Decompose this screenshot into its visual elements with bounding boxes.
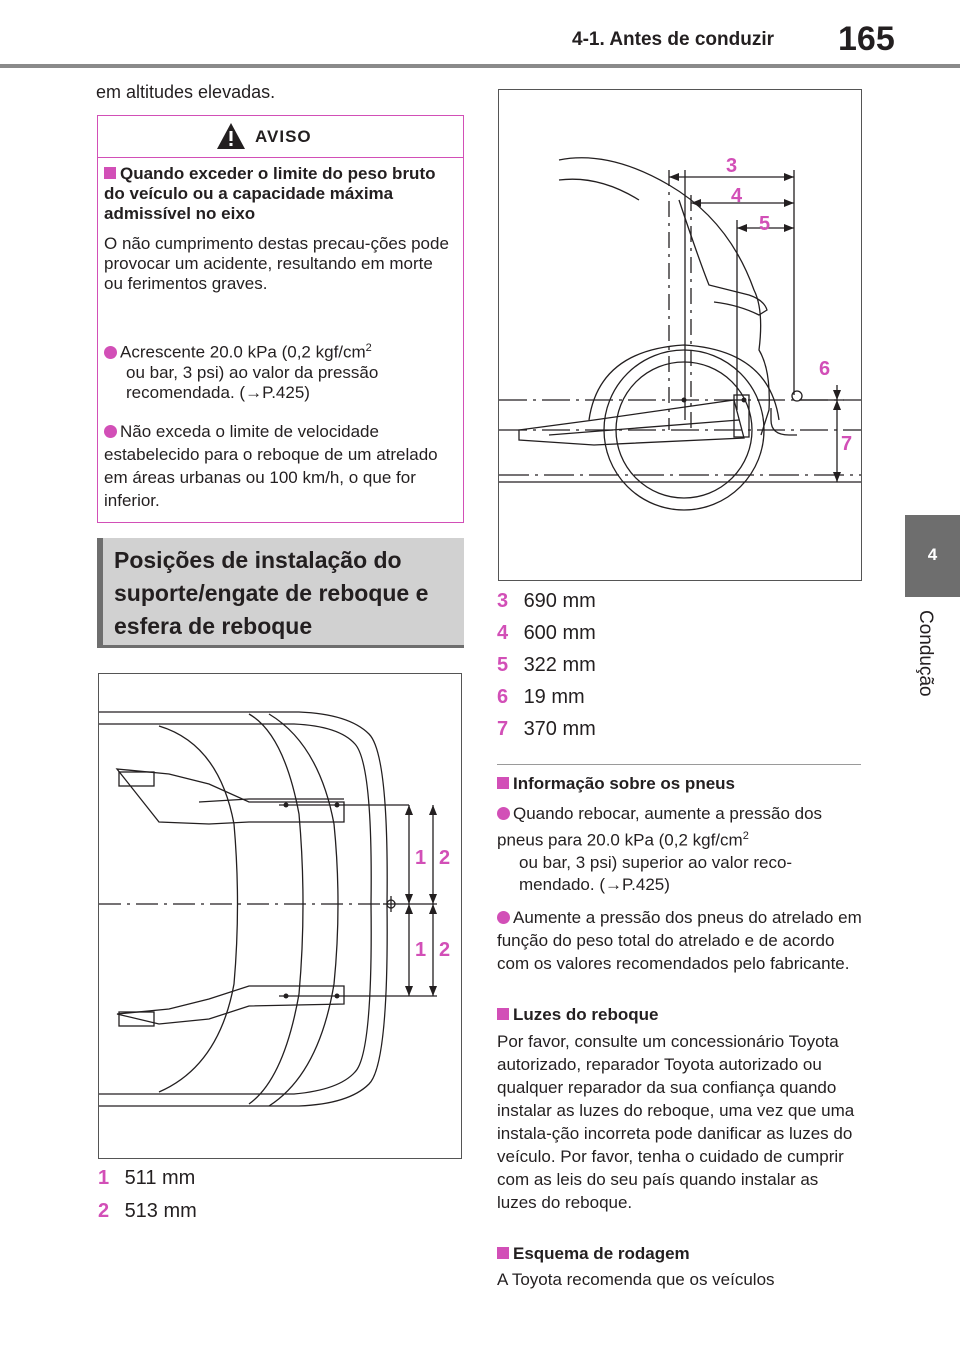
section-header: 4-1. Antes de conduzir (572, 29, 774, 50)
figure-label: 2 (439, 847, 450, 869)
figure-label: 2 (439, 939, 450, 961)
divider (497, 764, 861, 765)
lights-heading: Luzes do reboque (497, 1003, 865, 1026)
lights-text: Por favor, consulte um concessionário To… (497, 1032, 855, 1212)
breakin-heading: Esquema de rodagem (497, 1242, 865, 1265)
measurement-4: 4 600 mm (497, 622, 596, 644)
figure-label: 6 (819, 358, 830, 380)
figure-label: 1 (415, 847, 426, 869)
page-number: 165 (838, 20, 895, 58)
chapter-tab: 4 (905, 515, 960, 597)
figure-label: 1 (415, 939, 426, 961)
section-heading-box: Posições de instalação do suporte/engate… (97, 538, 464, 648)
square-bullet-icon (497, 1247, 509, 1259)
warning-heading: Quando exceder o limite do peso bruto do… (104, 164, 436, 223)
chapter-label: Condução (915, 610, 936, 697)
square-bullet-icon (104, 167, 116, 179)
hitch-side-view-figure: 3 4 5 6 7 (498, 89, 862, 581)
dot-bullet-icon (497, 807, 510, 820)
measurement-7: 7 370 mm (497, 718, 596, 740)
tires-bullet-2: Aumente a pressão dos pneus do atrelado … (497, 908, 862, 973)
breakin-text: A Toyota recomenda que os veículos (497, 1270, 775, 1289)
measurement-6: 6 19 mm (497, 686, 585, 708)
measurement-3: 3 690 mm (497, 590, 596, 612)
warning-paragraph: O não cumprimento destas precau-ções pod… (104, 234, 449, 293)
intro-text: em altitudes elevadas. (96, 82, 276, 102)
figure-label: 7 (841, 433, 852, 455)
measurement-1: 1 511 mm (98, 1167, 196, 1189)
dot-bullet-icon (104, 345, 117, 359)
tires-bullet-1: Quando rebocar, aumente a pressão dos pn… (497, 804, 823, 894)
dot-bullet-icon (104, 425, 117, 438)
chapter-number: 4 (927, 545, 938, 564)
measurement-5: 5 322 mm (497, 654, 596, 676)
square-bullet-icon (497, 1008, 509, 1020)
measurement-2: 2 513 mm (98, 1200, 197, 1222)
tires-heading: Informação sobre os pneus (497, 772, 865, 795)
square-bullet-icon (497, 777, 509, 789)
warning-box: AVISO Quando exceder o limite do peso br… (97, 115, 464, 523)
warning-header: AVISO (98, 116, 463, 158)
hitch-top-view-figure: 1 2 1 2 (98, 673, 462, 1159)
figure-label: 5 (759, 213, 770, 235)
warning-bullet-1: Acrescente 20.0 kPa (0,2 kgf/cm2 ou bar,… (104, 338, 454, 403)
warning-title: AVISO (255, 127, 312, 146)
warning-triangle-icon (217, 123, 245, 149)
warning-bullet-2: Não exceda o limite de velocidade estabe… (104, 422, 438, 510)
header-rule (0, 64, 960, 68)
figure-label: 3 (726, 155, 737, 177)
figure-label: 4 (731, 185, 743, 207)
dot-bullet-icon (497, 911, 510, 924)
section-title: Posições de instalação do suporte/engate… (114, 547, 429, 639)
